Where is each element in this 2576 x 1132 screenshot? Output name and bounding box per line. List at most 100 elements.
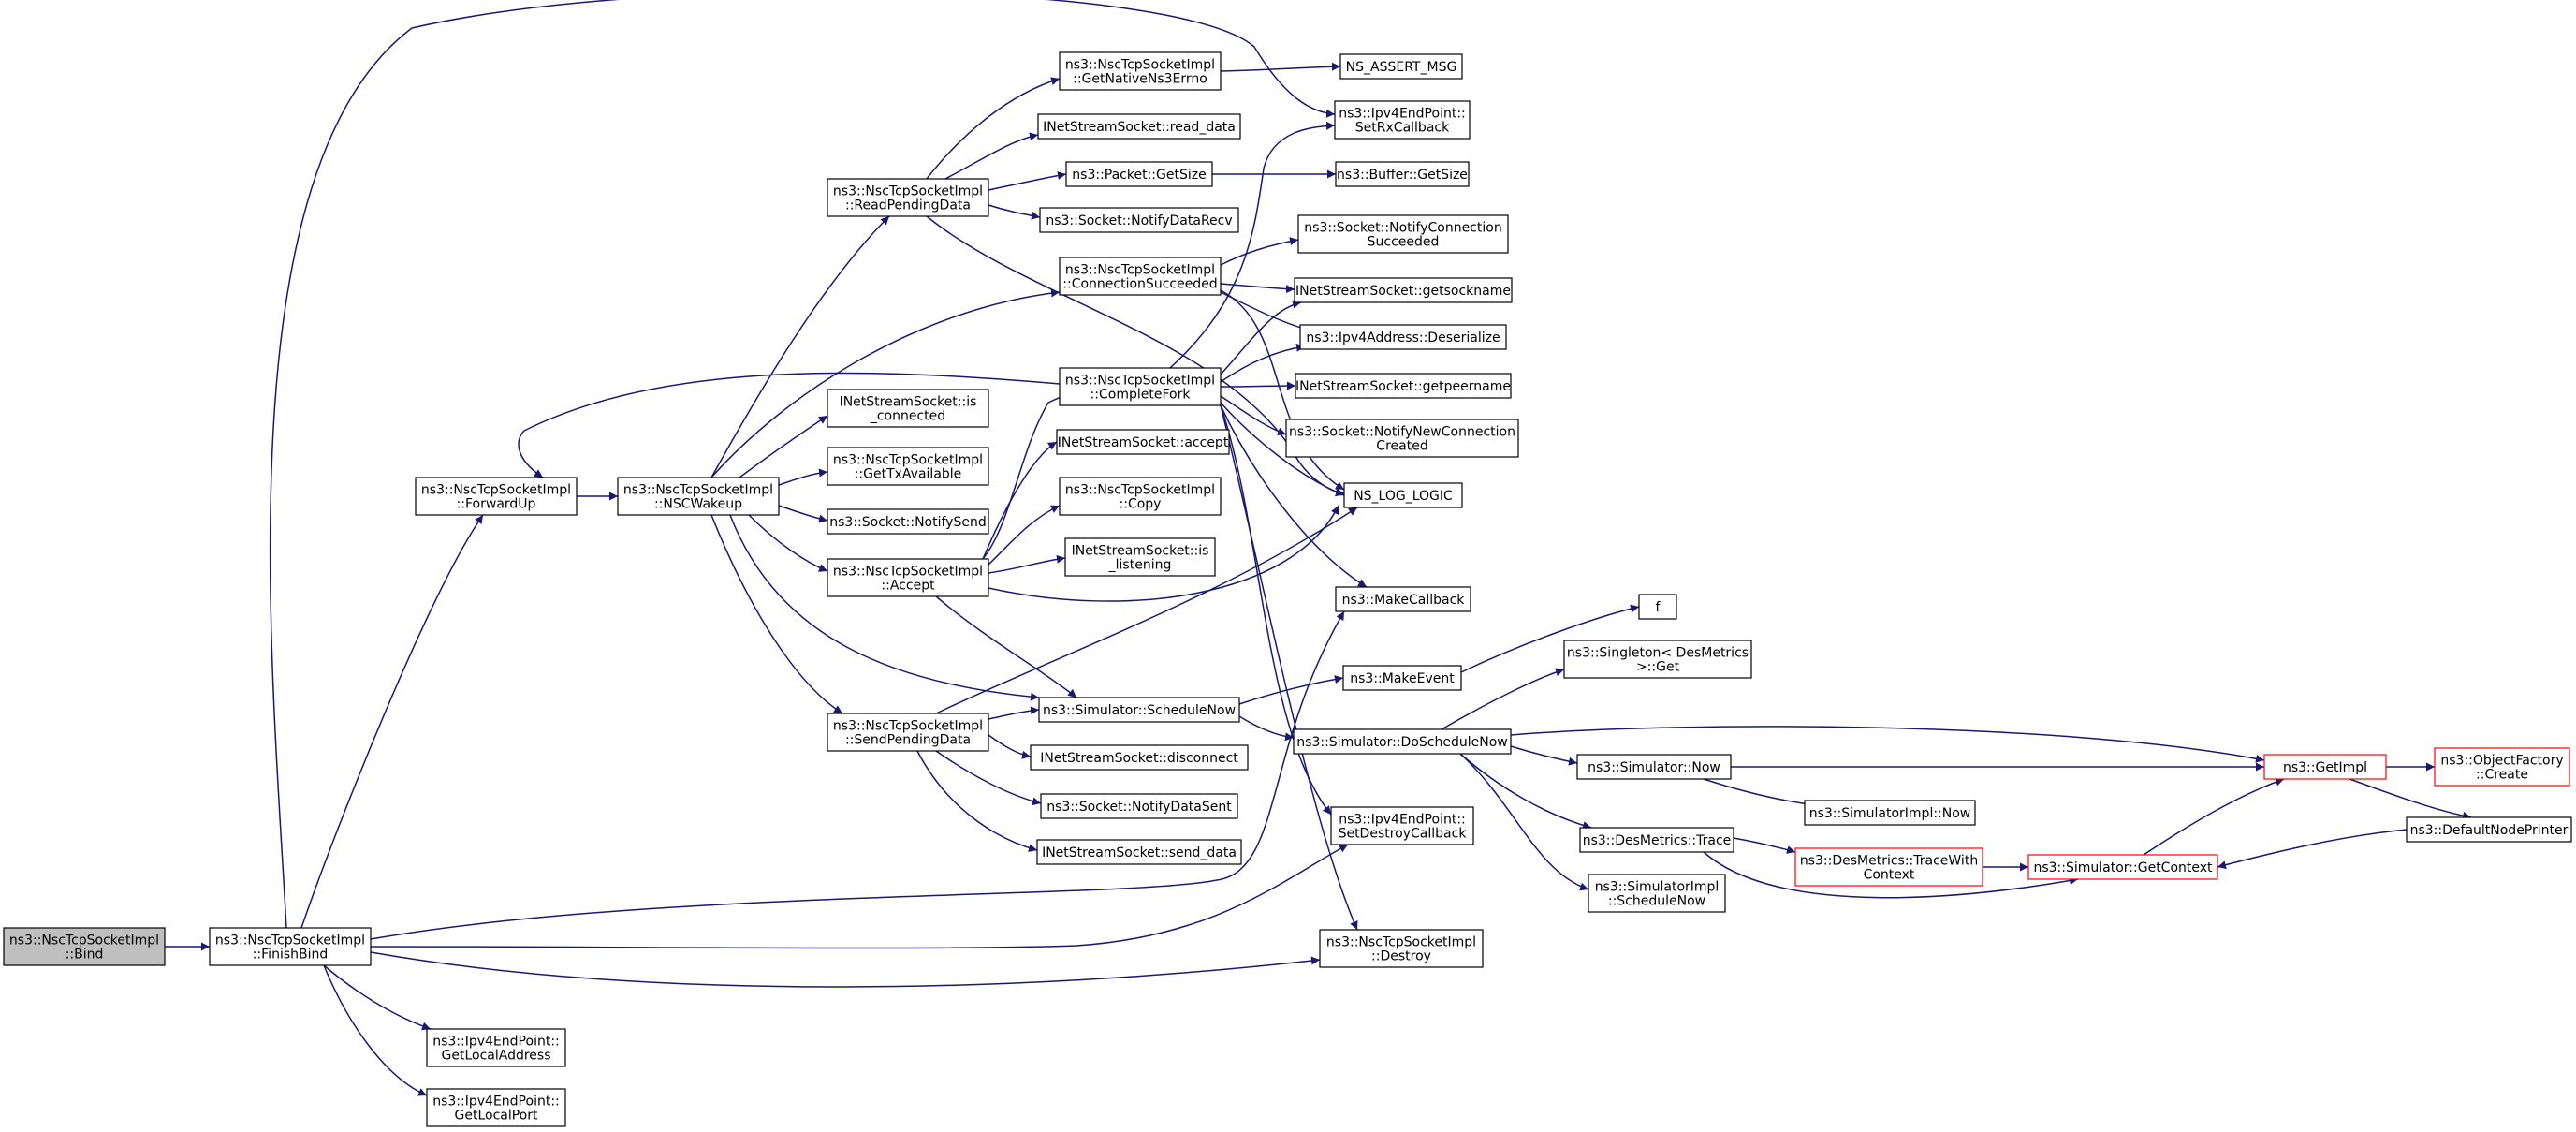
node-objfactorycreate[interactable]: ns3::ObjectFactory::Create bbox=[2434, 747, 2570, 787]
edge-completefork-to-deserialize bbox=[1220, 343, 1306, 383]
edge-sendpending-to-nslog bbox=[935, 507, 1358, 714]
node-getsockname[interactable]: INetStreamSocket::getsockname bbox=[1294, 277, 1513, 303]
node-box bbox=[2406, 816, 2572, 843]
node-label: ::SendPendingData bbox=[845, 733, 971, 748]
edge-nscwakeup-to-notifysend bbox=[778, 505, 828, 523]
node-label: INetStreamSocket::send_data bbox=[1042, 845, 1237, 860]
node-singletonget[interactable]: ns3::Singleton< DesMetrics >::Get bbox=[1563, 640, 1752, 679]
node-box bbox=[1588, 874, 1726, 913]
node-implaccept[interactable]: ns3::NscTcpSocketImpl::Accept bbox=[827, 558, 989, 597]
node-readpending[interactable]: ns3::NscTcpSocketImpl::ReadPendingData bbox=[827, 178, 989, 217]
node-getcontext[interactable]: ns3::Simulator::GetContext bbox=[2027, 854, 2218, 880]
node-completefork[interactable]: ns3::NscTcpSocketImpl::CompleteFork bbox=[1059, 367, 1222, 406]
node-senddata[interactable]: INetStreamSocket::send_data bbox=[1036, 839, 1242, 865]
edge-arrow bbox=[1220, 343, 1306, 383]
node-readdata[interactable]: INetStreamSocket::read_data bbox=[1037, 113, 1241, 140]
node-setrxcallback[interactable]: ns3::Ipv4EndPoint::SetRxCallback bbox=[1334, 100, 1471, 140]
node-defaultnodeprinter[interactable]: ns3::DefaultNodePrinter bbox=[2406, 816, 2572, 843]
node-label: INetStreamSocket::getpeername bbox=[1295, 379, 1511, 394]
node-label: ns3::MakeEvent bbox=[1350, 671, 1455, 686]
node-label: INetStreamSocket::is bbox=[1072, 544, 1209, 559]
node-finishbind[interactable]: ns3::NscTcpSocketImpl::FinishBind bbox=[209, 927, 372, 966]
node-label: ns3::Ipv4Address::Deserialize bbox=[1306, 331, 1500, 345]
node-makeevent[interactable]: ns3::MakeEvent bbox=[1342, 665, 1462, 691]
node-nslog[interactable]: NS_LOG_LOGIC bbox=[1343, 482, 1463, 508]
edge-nscwakeup-to-schedulenow bbox=[729, 514, 1040, 701]
node-simimplnow[interactable]: ns3::SimulatorImpl::Now bbox=[1804, 800, 1976, 826]
node-box bbox=[1294, 277, 1513, 303]
edge-sendpending-to-notifydatasent bbox=[935, 750, 1042, 806]
edge-completefork-to-notifynewconn bbox=[1220, 395, 1287, 436]
node-simnow[interactable]: ns3::Simulator::Now bbox=[1576, 754, 1732, 780]
node-buffergetsize[interactable]: ns3::Buffer::GetSize bbox=[1335, 161, 1470, 187]
edge-sendpending-to-disconnect bbox=[988, 734, 1032, 759]
node-box bbox=[1299, 324, 1507, 350]
edge-completefork-to-getsockname bbox=[1220, 300, 1302, 375]
node-label: ns3::DesMetrics::TraceWith bbox=[1800, 854, 1978, 869]
node-bind[interactable]: ns3::NscTcpSocketImpl::Bind bbox=[3, 927, 166, 966]
node-box bbox=[1579, 827, 1734, 853]
edge-arrow bbox=[1220, 300, 1302, 375]
node-box bbox=[1037, 113, 1241, 140]
node-box bbox=[1059, 257, 1222, 296]
node-label: GetLocalAddress bbox=[442, 1049, 551, 1064]
node-getimpl[interactable]: ns3::GetImpl bbox=[2263, 754, 2387, 780]
node-schedulenow[interactable]: ns3::Simulator::ScheduleNow bbox=[1038, 697, 1240, 723]
edge-arrow bbox=[988, 171, 1067, 191]
node-box bbox=[1295, 373, 1512, 399]
edge-arrow bbox=[778, 505, 828, 523]
node-nsassert[interactable]: NS_ASSERT_MSG bbox=[1339, 53, 1463, 80]
edge-sendpending-to-schedulenow bbox=[988, 706, 1040, 720]
node-forwardup[interactable]: ns3::NscTcpSocketImpl::ForwardUp bbox=[415, 477, 578, 516]
node-getnativeerrno[interactable]: ns3::NscTcpSocketImpl::GetNativeNs3Errno bbox=[1059, 51, 1222, 91]
node-packetgetsize[interactable]: ns3::Packet::GetSize bbox=[1065, 161, 1213, 187]
node-makecallback[interactable]: ns3::MakeCallback bbox=[1335, 586, 1471, 612]
edge-finishbind-to-makecallback bbox=[370, 610, 1345, 940]
node-connsucceeded[interactable]: ns3::NscTcpSocketImpl::ConnectionSucceed… bbox=[1059, 257, 1222, 296]
node-gettxavail[interactable]: ns3::NscTcpSocketImpl::GetTxAvailable bbox=[827, 447, 989, 486]
node-setdestroycb[interactable]: ns3::Ipv4EndPoint::SetDestroyCallback bbox=[1330, 806, 1474, 845]
node-notifydatasent[interactable]: ns3::Socket::NotifyDataSent bbox=[1040, 793, 1238, 819]
node-label: ::Destroy bbox=[1371, 949, 1431, 964]
node-box bbox=[1335, 586, 1471, 612]
edge-nscwakeup-to-gettxavail bbox=[778, 468, 828, 486]
node-label: ns3::DesMetrics::Trace bbox=[1583, 833, 1732, 848]
node-getlocaladdr[interactable]: ns3::Ipv4EndPoint::GetLocalAddress bbox=[426, 1028, 566, 1067]
node-deserialize[interactable]: ns3::Ipv4Address::Deserialize bbox=[1299, 324, 1507, 350]
node-destroy[interactable]: ns3::NscTcpSocketImpl::Destroy bbox=[1319, 929, 1484, 968]
node-simimplschedulenow[interactable]: ns3::SimulatorImpl::ScheduleNow bbox=[1588, 874, 1726, 913]
function-nodes: ns3::NscTcpSocketImpl::Bind ns3::NscTcpSo… bbox=[3, 51, 2572, 1127]
edge-arrow bbox=[710, 514, 843, 714]
node-label: ns3::Ipv4EndPoint:: bbox=[1339, 813, 1466, 828]
node-disconnect[interactable]: INetStreamSocket::disconnect bbox=[1030, 744, 1249, 771]
node-sendpending[interactable]: ns3::NscTcpSocketImpl::SendPendingData bbox=[827, 713, 989, 752]
edge-makeevent-to-f bbox=[1460, 604, 1640, 673]
node-doschedulenow[interactable]: ns3::Simulator::DoScheduleNow bbox=[1293, 728, 1512, 755]
node-isconnected[interactable]: INetStreamSocket::is_connected bbox=[827, 389, 989, 428]
edge-arrow bbox=[1510, 745, 1578, 766]
node-box bbox=[1563, 640, 1752, 679]
edge-finishbind-to-forwardup bbox=[300, 514, 484, 929]
node-nscwakeup[interactable]: ns3::NscTcpSocketImpl::NSCWakeup bbox=[617, 477, 780, 516]
edge-completefork-to-forwardup bbox=[518, 372, 1061, 478]
node-desmetricstrace[interactable]: ns3::DesMetrics::Trace bbox=[1579, 827, 1734, 853]
edge-nscwakeup-to-readpending bbox=[710, 215, 890, 478]
edge-arrow bbox=[982, 441, 1058, 560]
node-box bbox=[1342, 665, 1462, 691]
edge-arrow bbox=[323, 964, 428, 1096]
node-f[interactable]: f bbox=[1638, 594, 1677, 620]
node-getpeername[interactable]: INetStreamSocket::getpeername bbox=[1295, 373, 1512, 399]
node-getlocalport[interactable]: ns3::Ipv4EndPoint::GetLocalPort bbox=[426, 1088, 566, 1127]
node-box bbox=[1339, 53, 1463, 80]
node-accept[interactable]: INetStreamSocket::accept bbox=[1056, 429, 1230, 455]
node-box bbox=[1293, 728, 1512, 755]
node-notifydatarecv[interactable]: ns3::Socket::NotifyDataRecv bbox=[1039, 207, 1239, 233]
node-label: ns3::NscTcpSocketImpl bbox=[833, 719, 983, 734]
node-islistening[interactable]: INetStreamSocket::is_listening bbox=[1064, 537, 1216, 577]
node-notifysend[interactable]: ns3::Socket::NotifySend bbox=[827, 508, 989, 535]
node-box bbox=[617, 477, 780, 516]
node-copy[interactable]: ns3::NscTcpSocketImpl::Copy bbox=[1059, 477, 1222, 516]
